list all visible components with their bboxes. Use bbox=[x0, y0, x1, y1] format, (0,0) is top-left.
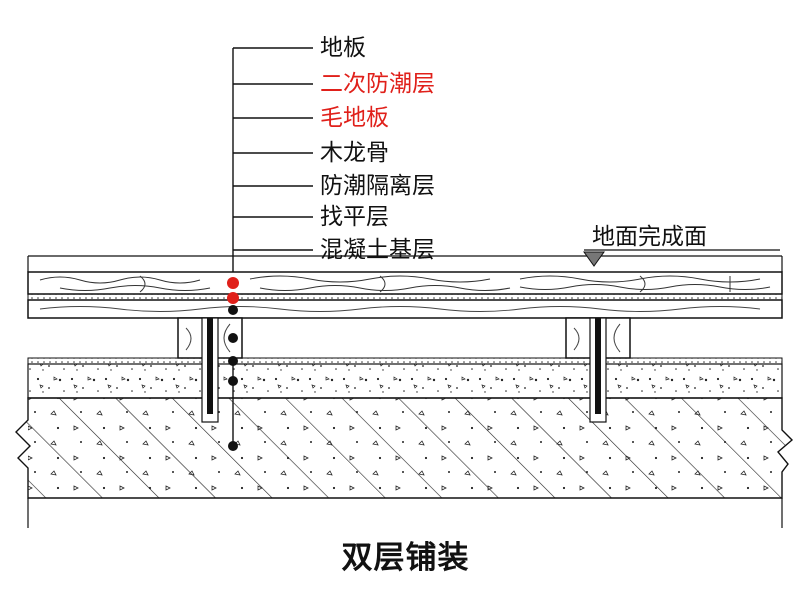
leader-dot bbox=[228, 376, 238, 386]
subfloor-layer bbox=[27, 299, 783, 319]
wood-grain bbox=[39, 275, 771, 293]
leader-dot bbox=[227, 292, 239, 304]
finish-level-marker-icon bbox=[583, 251, 605, 267]
layer-label-concrete: 混凝土基层 bbox=[320, 237, 435, 263]
anchor-bolt bbox=[201, 317, 219, 423]
layer-label-leveling: 找平层 bbox=[320, 204, 389, 230]
anchor-bolt bbox=[589, 317, 607, 423]
layer-label-floorboard: 地板 bbox=[320, 35, 366, 61]
moisture-isolation-layer bbox=[27, 357, 783, 365]
finish-level-label: 地面完成面 bbox=[592, 224, 707, 250]
leader-dot bbox=[228, 305, 238, 315]
layer-label-subfloor: 毛地板 bbox=[320, 105, 389, 131]
secondary-moisture-layer bbox=[27, 293, 783, 301]
leveling-layer bbox=[27, 363, 783, 399]
diagram-caption: 双层铺装 bbox=[341, 540, 470, 576]
leader-dot bbox=[228, 441, 238, 451]
layer-label-isolation: 防潮隔离层 bbox=[320, 173, 435, 199]
leader-dot bbox=[228, 356, 238, 366]
layer-label-joist: 木龙骨 bbox=[320, 140, 389, 166]
layer-label-secondary-moisture: 二次防潮层 bbox=[320, 71, 435, 97]
leader-dot bbox=[227, 277, 239, 289]
leader-dot bbox=[228, 333, 238, 343]
leader-dots bbox=[227, 277, 239, 451]
